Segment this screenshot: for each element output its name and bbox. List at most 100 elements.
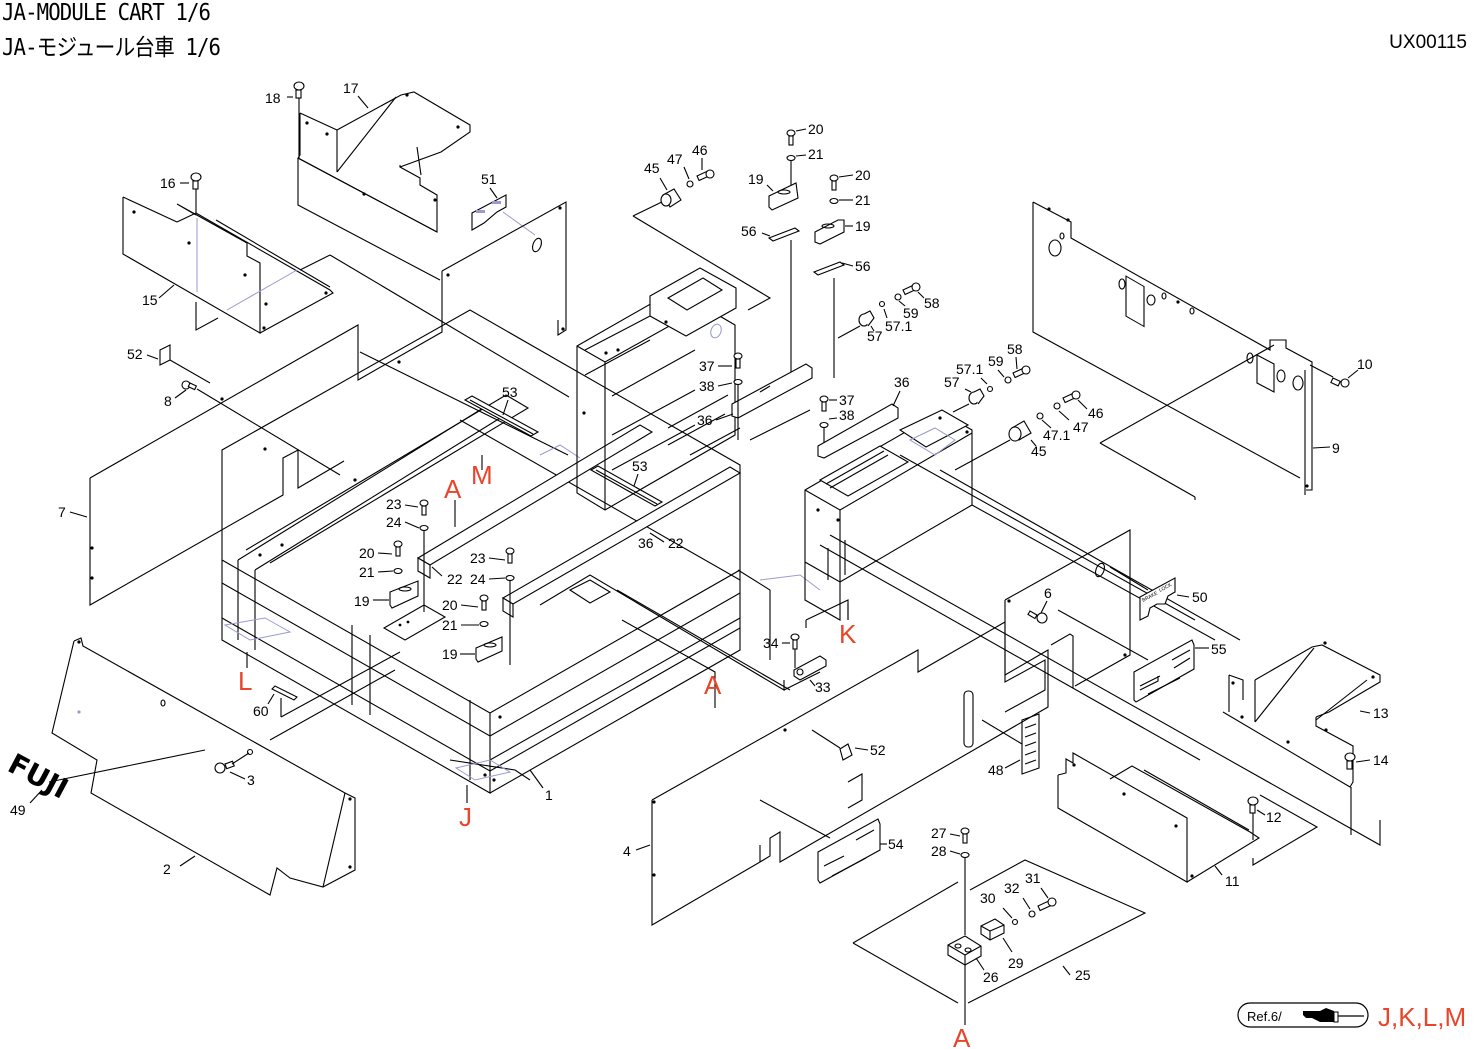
bar-36-a [731, 363, 813, 419]
part-label: 45 [1031, 443, 1047, 459]
screw-10 [1309, 364, 1350, 388]
part-label: 57.1 [956, 361, 983, 377]
part-label: 19 [354, 593, 370, 609]
part-label: 46 [1088, 405, 1104, 421]
part-label: 14 [1373, 752, 1389, 768]
part-label: 47 [667, 151, 683, 167]
washer-24-b [505, 574, 515, 665]
part-label: 22 [447, 571, 463, 587]
part-label: 32 [1004, 880, 1020, 896]
part-label: 20 [359, 545, 375, 561]
washer-21-b [479, 620, 489, 628]
spacer-57-b [968, 388, 985, 405]
block-19-c [768, 182, 799, 211]
part-label: 17 [343, 80, 359, 96]
bolt-58-b [1012, 365, 1031, 379]
reference-callout[interactable]: Ref.6/ J,K,L,M [1237, 1002, 1466, 1032]
rubber-45-right [1008, 420, 1032, 442]
part-label: 57 [944, 374, 960, 390]
part-11-bracket [1057, 752, 1319, 883]
view-marker-a: A [704, 670, 722, 700]
part-7-side-panel [89, 397, 345, 606]
part-label: 1 [545, 787, 553, 803]
center-upper-assembly [576, 267, 737, 511]
top-side-panel [89, 201, 567, 479]
bolt-46-right [1062, 390, 1081, 404]
part-label: 36 [697, 412, 713, 428]
part-label: 37 [699, 358, 715, 374]
part-label: 4 [623, 843, 631, 859]
part-label: 36 [894, 374, 910, 390]
title-japanese: JA-モジュール台車 1/6 [2, 35, 221, 61]
screw-18 [293, 81, 305, 158]
block-29 [980, 918, 1005, 941]
part-label: 47.1 [1043, 427, 1070, 443]
nut-30 [1011, 918, 1019, 926]
part-13-hopper [1222, 641, 1381, 835]
part-label: 3 [247, 772, 255, 788]
block-26 [947, 935, 982, 966]
document-id: UX00115 [1389, 32, 1467, 53]
spacer-57-a [858, 310, 875, 327]
part-label: 59 [903, 305, 919, 321]
rubber-45-top [660, 188, 682, 208]
screw-8 [181, 380, 341, 476]
part-label: 45 [644, 160, 660, 176]
part-label: 22 [668, 535, 684, 551]
part-51-label [471, 194, 507, 231]
part-17-hopper [297, 91, 471, 281]
nut-57-1-a [878, 300, 886, 308]
part-label: 25 [1075, 967, 1091, 983]
washer-47-right [1053, 402, 1061, 410]
screw-23-a [419, 499, 429, 516]
washer-32 [1028, 910, 1036, 918]
screw-20-d [829, 174, 839, 191]
part-25-plate [852, 859, 1147, 1004]
view-marker-j: J [459, 802, 472, 832]
part-52-label [159, 344, 211, 384]
part-label: 58 [924, 295, 940, 311]
part-label: 10 [1357, 356, 1373, 372]
part-label: 31 [1025, 870, 1041, 886]
part-52-label-b [839, 743, 853, 761]
washer-21-d [829, 197, 839, 205]
part-label: 56 [855, 258, 871, 274]
screw-27 [960, 827, 970, 844]
part-label: 24 [470, 571, 486, 587]
plate-56-b [812, 261, 846, 276]
part-54-label [817, 818, 881, 884]
part-label: 19 [748, 171, 764, 187]
part-label: 26 [983, 969, 999, 985]
part-label: 21 [808, 146, 824, 162]
part-label: 30 [980, 890, 996, 906]
washer-21-a [393, 567, 403, 575]
part-53-rail-a [463, 395, 540, 437]
part-label: 29 [1008, 955, 1024, 971]
fuji-logo-part-49: FUJI [3, 747, 74, 806]
title-english: JA-MODULE CART 1/6 [2, 0, 211, 26]
plate-56-a [767, 227, 801, 242]
part-4-front-panel [651, 621, 1049, 926]
washer-38-b [819, 421, 829, 429]
part-label: 20 [855, 167, 871, 183]
part-9-rear-panel [1032, 201, 1313, 498]
part-label: 55 [1211, 641, 1227, 657]
screw-16 [190, 172, 202, 213]
screw-37-b [819, 395, 829, 412]
part-label: 20 [808, 121, 824, 137]
part-label: 46 [692, 142, 708, 158]
part-label: 24 [386, 514, 402, 530]
part-label: 21 [442, 617, 458, 633]
block-33 [793, 655, 827, 681]
part-label: 6 [1044, 585, 1052, 601]
part-label: 38 [699, 378, 715, 394]
screw-3 [214, 748, 254, 774]
screw-6 [1027, 610, 1048, 624]
washer-47-top [686, 180, 694, 188]
part-label: 19 [442, 646, 458, 662]
part-label: 33 [815, 679, 831, 695]
nut-47-1 [1036, 412, 1044, 420]
part-label: 60 [253, 703, 269, 719]
screw-14 [1344, 752, 1356, 770]
